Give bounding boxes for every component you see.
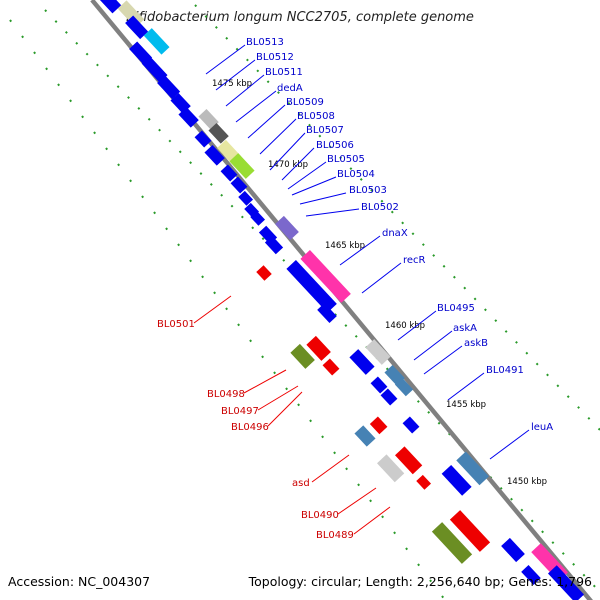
gene-feature[interactable]: [501, 537, 525, 563]
gene-feature[interactable]: [178, 107, 199, 128]
left-gene-labels: BL0501 BL0498 BL0497 BL0496 asd BL0490 B…: [157, 319, 354, 541]
gene-feature[interactable]: [431, 522, 473, 564]
tick-label: 1470 kbp: [268, 160, 308, 170]
gene-label[interactable]: BL0511: [265, 67, 303, 78]
gene-label[interactable]: askB: [464, 338, 488, 349]
left-leader-lines: [193, 295, 391, 535]
gene-feature[interactable]: [129, 41, 153, 66]
tick-label: 1460 kbp: [385, 321, 425, 331]
gene-label[interactable]: BL0505: [327, 154, 365, 165]
forward-strand: [98, 0, 585, 600]
gene-feature[interactable]: [204, 145, 225, 166]
gene-feature[interactable]: [394, 377, 414, 397]
gene-label[interactable]: BL0491: [486, 365, 524, 376]
gene-feature[interactable]: [275, 215, 299, 241]
gene-label[interactable]: dedA: [277, 83, 303, 94]
gene-feature[interactable]: [286, 259, 337, 313]
gene-label[interactable]: BL0489: [316, 530, 354, 541]
map-title: Bifidobacterium longum NCC2705, complete…: [126, 10, 474, 25]
reverse-strand: [256, 265, 491, 564]
gene-feature[interactable]: [157, 75, 181, 100]
gene-label[interactable]: dnaX: [382, 228, 408, 239]
gene-label[interactable]: BL0513: [246, 37, 284, 48]
right-leader-lines: [205, 44, 530, 460]
gene-feature[interactable]: [441, 464, 472, 496]
tick-label: 1475 kbp: [212, 79, 252, 89]
gene-feature[interactable]: [317, 303, 337, 323]
gene-feature[interactable]: [306, 335, 331, 361]
guide-line-left: [9, 19, 446, 600]
accession-text: Accession: NC_004307: [8, 574, 151, 589]
gene-label[interactable]: askA: [453, 323, 477, 334]
gene-feature[interactable]: [238, 190, 254, 206]
gene-feature[interactable]: [220, 164, 238, 182]
gene-feature[interactable]: [547, 565, 585, 600]
gene-feature[interactable]: [229, 153, 255, 179]
gene-feature[interactable]: [395, 446, 423, 475]
gene-label[interactable]: leuA: [531, 422, 553, 433]
gene-feature[interactable]: [264, 235, 284, 255]
gene-feature[interactable]: [141, 56, 168, 83]
gene-feature[interactable]: [98, 0, 122, 14]
gene-label[interactable]: BL0503: [349, 185, 387, 196]
gene-feature[interactable]: [290, 343, 315, 369]
tick-label: 1465 kbp: [325, 241, 365, 251]
gene-feature[interactable]: [370, 376, 388, 394]
gene-label[interactable]: BL0490: [301, 510, 339, 521]
gene-feature[interactable]: [365, 339, 391, 365]
gene-feature[interactable]: [256, 265, 272, 281]
gene-label[interactable]: BL0496: [231, 422, 269, 433]
gene-feature[interactable]: [380, 388, 398, 406]
gene-feature[interactable]: [402, 416, 420, 434]
gene-feature[interactable]: [349, 349, 375, 375]
gene-feature[interactable]: [230, 176, 248, 194]
gene-feature[interactable]: [198, 109, 219, 130]
gene-feature[interactable]: [377, 454, 405, 483]
gene-feature[interactable]: [194, 130, 212, 148]
gene-feature[interactable]: [521, 565, 541, 585]
gene-feature[interactable]: [250, 210, 266, 226]
gene-feature[interactable]: [416, 474, 432, 490]
gene-label[interactable]: BL0508: [297, 111, 335, 122]
gene-feature[interactable]: [208, 123, 229, 144]
gene-feature[interactable]: [449, 510, 491, 552]
gene-label[interactable]: BL0506: [316, 140, 354, 151]
gene-label[interactable]: BL0502: [361, 202, 399, 213]
gene-feature[interactable]: [143, 28, 170, 55]
gene-feature[interactable]: [322, 358, 340, 376]
gene-label[interactable]: BL0512: [256, 52, 294, 63]
gene-feature[interactable]: [125, 15, 149, 40]
gene-label[interactable]: asd: [292, 478, 310, 489]
gene-label[interactable]: recR: [403, 255, 426, 266]
gene-label[interactable]: BL0504: [337, 169, 375, 180]
right-gene-labels: BL0513 BL0512 BL0511 dedA BL0509 BL0508 …: [246, 37, 553, 433]
gene-label[interactable]: BL0495: [437, 303, 475, 314]
gene-feature[interactable]: [369, 416, 388, 435]
tick-label: 1450 kbp: [507, 477, 547, 487]
tick-label: 1455 kbp: [446, 400, 486, 410]
gene-feature[interactable]: [300, 249, 351, 303]
gene-feature[interactable]: [456, 451, 489, 486]
gene-feature[interactable]: [354, 425, 376, 447]
topology-summary: Topology: circular; Length: 2,256,640 bp…: [248, 574, 592, 589]
gene-label[interactable]: BL0501: [157, 319, 195, 330]
gene-label[interactable]: BL0507: [306, 125, 344, 136]
gene-label[interactable]: BL0497: [221, 406, 259, 417]
gene-label[interactable]: BL0498: [207, 389, 245, 400]
gene-label[interactable]: BL0509: [286, 97, 324, 108]
